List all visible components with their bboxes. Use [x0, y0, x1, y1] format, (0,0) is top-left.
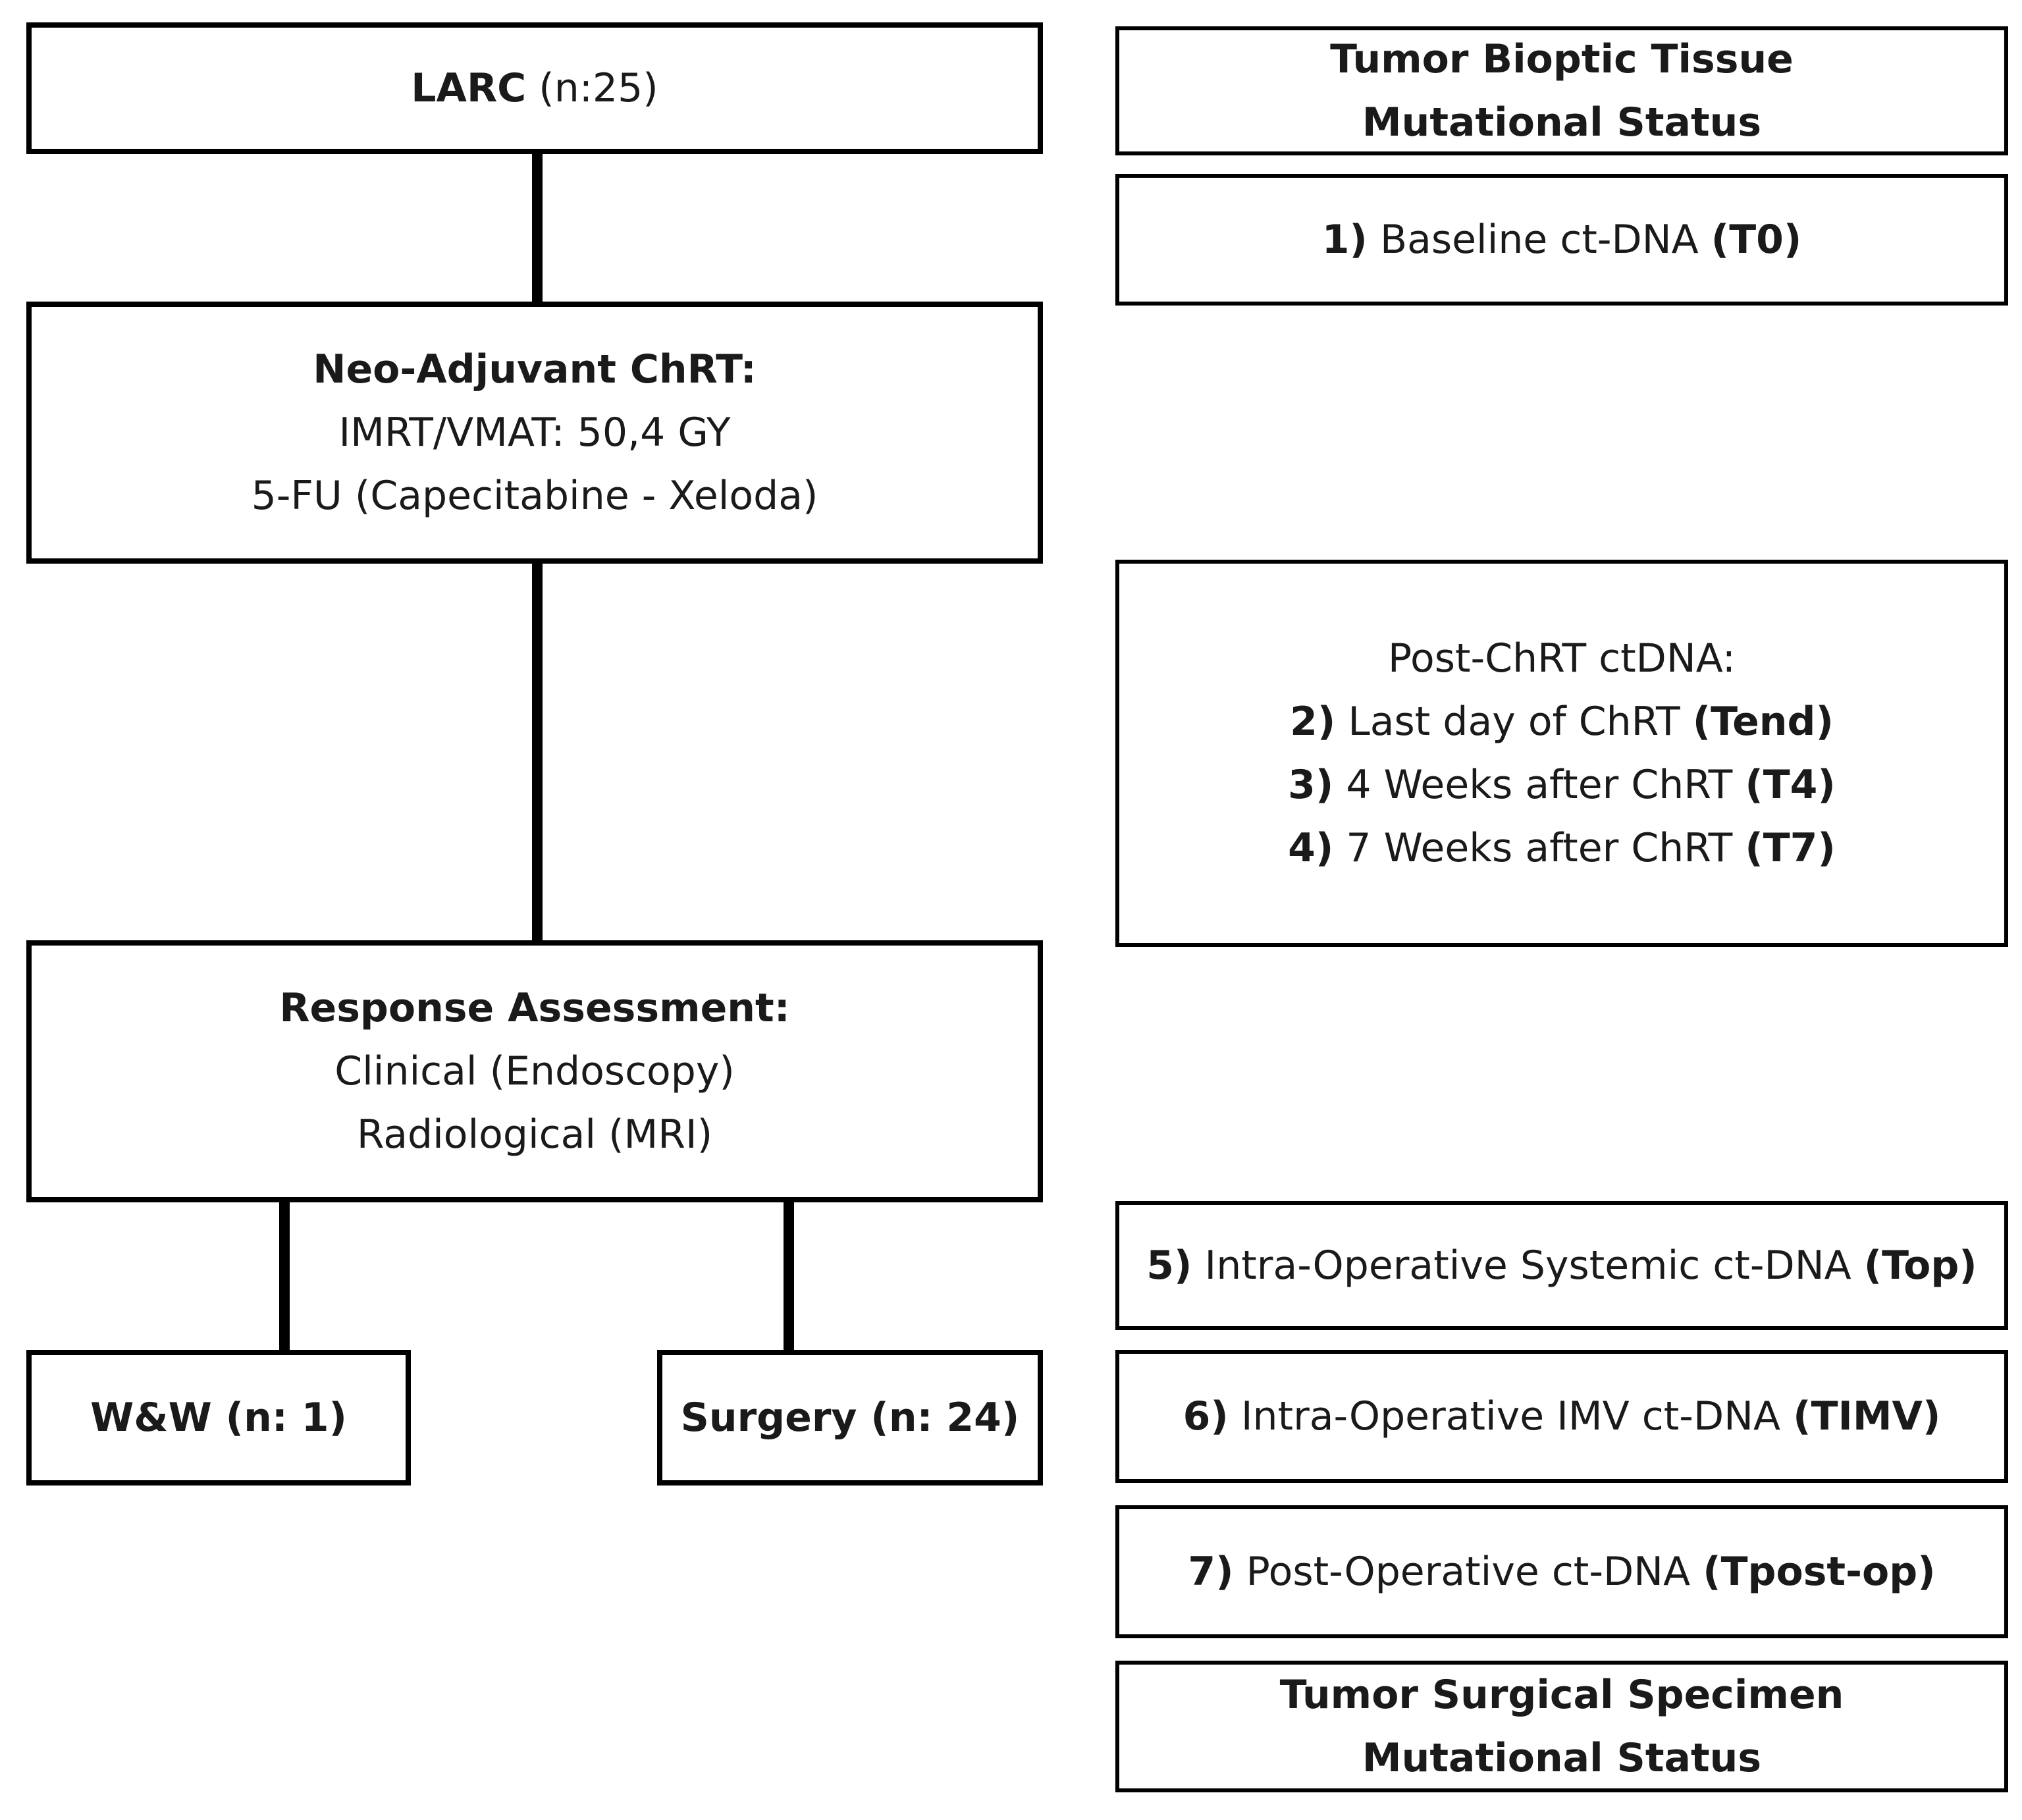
- timv-code: (TIMV): [1793, 1393, 1941, 1439]
- surgery-box: Surgery (n: 24): [657, 1350, 1043, 1485]
- tpostop-text: 7) Post-Operative ct-DNA (Tpost-op): [1188, 1540, 1935, 1603]
- response-assessment-box: Response Assessment: Clinical (Endoscopy…: [26, 940, 1043, 1202]
- intraop-systemic-ctdna-box: 5) Intra-Operative Systemic ct-DNA (Top): [1115, 1201, 2008, 1330]
- tend-code: (Tend): [1692, 699, 1834, 745]
- post-chrt-item-tend: 2) Last day of ChRT (Tend): [1290, 690, 1834, 753]
- timv-text: 6) Intra-Operative IMV ct-DNA (TIMV): [1183, 1385, 1941, 1448]
- neoadjuvant-chrt-box: Neo-Adjuvant ChRT: IMRT/VMAT: 50,4 GY 5-…: [26, 302, 1043, 564]
- biopsy-status-line-2: Mutational Status: [1362, 99, 1762, 146]
- t4-desc: 4 Weeks after ChRT: [1346, 762, 1733, 808]
- intraop-imv-ctdna-box: 6) Intra-Operative IMV ct-DNA (TIMV): [1115, 1350, 2008, 1483]
- surgical-mutational-status-box: Tumor Surgical Specimen Mutational Statu…: [1115, 1661, 2008, 1792]
- neoadjuvant-title: Neo-Adjuvant ChRT:: [313, 346, 757, 392]
- larc-count: (n:25): [539, 65, 658, 111]
- surgical-status-line-1: Tumor Surgical Specimen: [1279, 1672, 1844, 1718]
- tpostop-num: 7): [1188, 1549, 1234, 1595]
- biopsy-mutational-status-box: Tumor Bioptic Tissue Mutational Status: [1115, 26, 2008, 155]
- baseline-code: (T0): [1711, 217, 1802, 263]
- larc-box: LARC (n:25): [26, 22, 1043, 154]
- surgery-label: Surgery (n: 24): [680, 1395, 1020, 1441]
- response-title: Response Assessment:: [279, 985, 790, 1031]
- post-chrt-ctdna-box: Post-ChRT ctDNA: 2) Last day of ChRT (Te…: [1115, 560, 2008, 947]
- baseline-desc: Baseline ct-DNA: [1379, 217, 1699, 263]
- response-line-2: Radiological (MRI): [356, 1111, 713, 1158]
- neoadjuvant-line-2: 5-FU (Capecitabine - Xeloda): [251, 473, 818, 519]
- larc-text: LARC (n:25): [411, 57, 658, 120]
- post-chrt-item-t7: 4) 7 Weeks after ChRT (T7): [1288, 816, 1836, 880]
- tend-desc: Last day of ChRT: [1348, 699, 1680, 745]
- top-text: 5) Intra-Operative Systemic ct-DNA (Top): [1146, 1234, 1977, 1297]
- timv-desc: Intra-Operative IMV ct-DNA: [1240, 1393, 1781, 1439]
- tpostop-code: (Tpost-op): [1703, 1549, 1936, 1595]
- connector-response-to-surgery: [784, 1198, 794, 1354]
- postop-ctdna-box: 7) Post-Operative ct-DNA (Tpost-op): [1115, 1505, 2008, 1638]
- t7-num: 4): [1288, 825, 1334, 871]
- tpostop-desc: Post-Operative ct-DNA: [1246, 1549, 1691, 1595]
- top-num: 5): [1146, 1243, 1192, 1289]
- timv-num: 6): [1183, 1393, 1229, 1439]
- baseline-ctdna-text: 1) Baseline ct-DNA (T0): [1322, 208, 1802, 271]
- post-chrt-title: Post-ChRT ctDNA:: [1388, 635, 1736, 682]
- baseline-ctdna-box: 1) Baseline ct-DNA (T0): [1115, 174, 2008, 306]
- post-chrt-item-t4: 3) 4 Weeks after ChRT (T4): [1288, 753, 1836, 816]
- top-code: (Top): [1863, 1243, 1977, 1289]
- neoadjuvant-line-1: IMRT/VMAT: 50,4 GY: [338, 410, 731, 456]
- connector-larc-to-neoadjuvant: [532, 150, 543, 306]
- biopsy-status-line-1: Tumor Bioptic Tissue: [1330, 36, 1794, 82]
- response-line-1: Clinical (Endoscopy): [334, 1048, 735, 1094]
- connector-response-to-ww: [279, 1198, 290, 1354]
- t4-num: 3): [1288, 762, 1334, 808]
- watch-and-wait-box: W&W (n: 1): [26, 1350, 411, 1485]
- tend-num: 2): [1290, 699, 1336, 745]
- baseline-num: 1): [1321, 217, 1368, 263]
- larc-label: LARC: [411, 65, 527, 111]
- t7-desc: 7 Weeks after ChRT: [1346, 825, 1733, 871]
- surgical-status-line-2: Mutational Status: [1362, 1735, 1762, 1781]
- t4-code: (T4): [1745, 762, 1836, 808]
- ww-label: W&W (n: 1): [90, 1395, 347, 1441]
- t7-code: (T7): [1745, 825, 1836, 871]
- connector-neoadjuvant-to-response: [532, 560, 543, 944]
- top-desc: Intra-Operative Systemic ct-DNA: [1204, 1243, 1851, 1289]
